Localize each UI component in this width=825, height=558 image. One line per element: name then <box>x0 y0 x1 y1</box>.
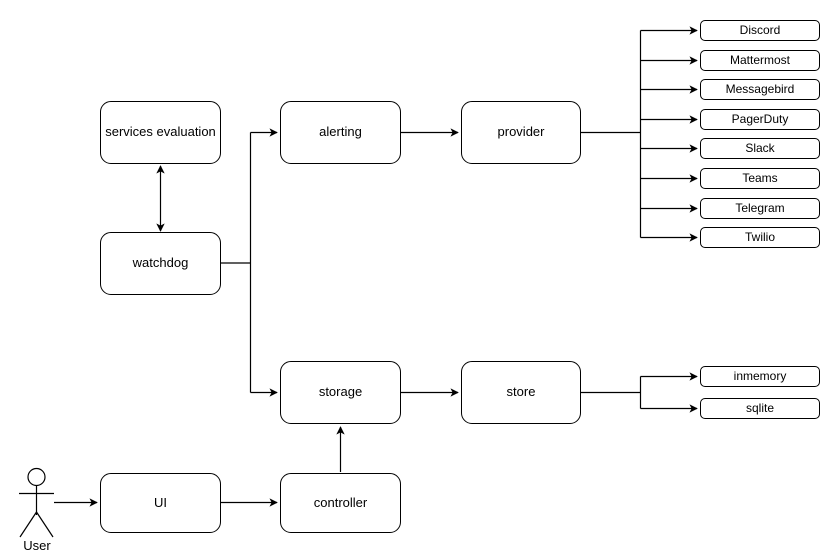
node-provider-slack[interactable]: Slack <box>700 138 820 159</box>
node-provider-slack-label: Slack <box>745 140 775 155</box>
node-storage-label: storage <box>318 384 363 400</box>
node-store-sqlite-label: sqlite <box>745 400 774 415</box>
node-storage[interactable]: storage <box>280 361 401 424</box>
actor-head-icon <box>27 467 46 487</box>
user-actor-figure <box>19 467 54 538</box>
node-alerting[interactable]: alerting <box>280 101 401 164</box>
node-controller-label: controller <box>313 494 368 510</box>
node-provider-mattermost-label: Mattermost <box>729 52 790 67</box>
node-store-sqlite[interactable]: sqlite <box>700 398 820 419</box>
node-store-label: store <box>506 384 536 400</box>
actor-left-leg-line <box>19 511 38 538</box>
node-provider-discord-label: Discord <box>739 22 781 37</box>
node-alerting-label: alerting <box>319 124 362 140</box>
user-actor-label: User <box>23 538 51 553</box>
node-store[interactable]: store <box>461 361 581 424</box>
node-provider-twilio[interactable]: Twilio <box>700 227 820 248</box>
node-provider-messagebird-label: Messagebird <box>725 81 795 96</box>
node-provider-label: provider <box>497 124 545 140</box>
node-provider-pagerduty-label: PagerDuty <box>731 111 789 126</box>
node-provider-mattermost[interactable]: Mattermost <box>700 50 820 71</box>
node-store-inmemory-label: inmemory <box>733 368 787 383</box>
node-controller[interactable]: controller <box>280 473 401 533</box>
node-services-evaluation[interactable]: services evaluation <box>100 101 221 164</box>
node-provider-discord[interactable]: Discord <box>700 20 820 41</box>
node-watchdog[interactable]: watchdog <box>100 232 221 295</box>
node-watchdog-label: watchdog <box>132 255 189 271</box>
node-ui-label: UI <box>154 494 167 510</box>
node-provider[interactable]: provider <box>461 101 581 164</box>
actor-right-leg-line <box>35 511 54 538</box>
node-store-inmemory[interactable]: inmemory <box>700 366 820 387</box>
node-provider-telegram[interactable]: Telegram <box>700 198 820 219</box>
node-ui[interactable]: UI <box>100 473 221 533</box>
node-provider-messagebird[interactable]: Messagebird <box>700 79 820 100</box>
node-provider-teams[interactable]: Teams <box>700 168 820 189</box>
node-services-evaluation-label: services evaluation <box>105 124 216 140</box>
node-provider-pagerduty[interactable]: PagerDuty <box>700 109 820 130</box>
node-provider-twilio-label: Twilio <box>744 229 775 244</box>
node-provider-teams-label: Teams <box>742 170 778 185</box>
node-provider-telegram-label: Telegram <box>735 200 785 215</box>
